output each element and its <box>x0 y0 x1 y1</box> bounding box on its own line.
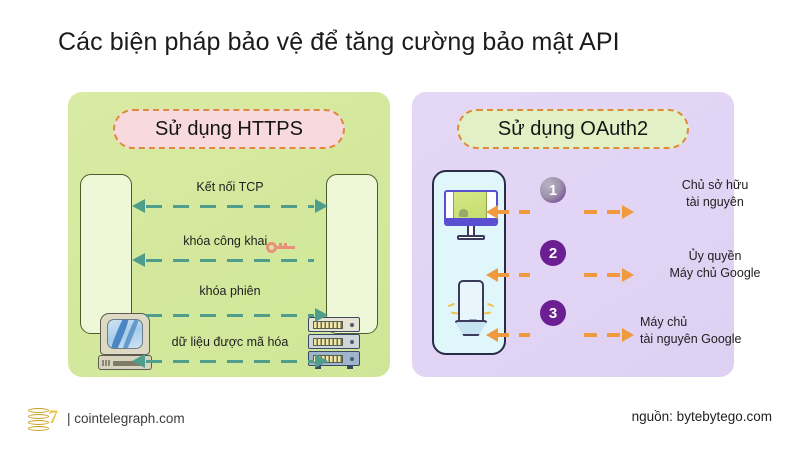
oauth-step-line: Chủ sở hữu <box>681 178 749 192</box>
oauth-step-line: tài nguyên <box>686 195 744 209</box>
oauth-panel-heading: Sử dụng OAuth2 <box>457 109 689 149</box>
https-flow-label-with-key: khóa công khai <box>132 234 328 253</box>
https-flow-row: khóa phiên <box>132 284 328 323</box>
https-flow-arrow-right <box>132 307 328 323</box>
https-client-box <box>80 174 152 370</box>
mobile-phone-icon <box>447 280 495 338</box>
arrow-head-right-icon <box>622 328 634 342</box>
https-flow-label: dữ liệu được mã hóa <box>171 335 289 349</box>
arrow-head-left-icon <box>132 354 145 368</box>
cointelegraph-coins-logo: 7 <box>28 405 58 432</box>
footer-brand-text: | cointelegraph.com <box>67 411 185 426</box>
https-flow-arrow-left <box>132 252 328 268</box>
oauth-step-label: Chủ sở hữu tài nguyên <box>640 177 790 211</box>
oauth-step: 2 Ủy quyền Máy chủ Google <box>486 240 761 292</box>
https-flow-arrow-bidirectional <box>132 353 328 369</box>
oauth-step-arrow-in <box>486 205 540 219</box>
oauth-step-line: Máy chủ Google <box>669 266 761 280</box>
https-flow-label: khóa công khai <box>183 234 268 248</box>
https-flow-row: khóa công khai <box>132 234 328 268</box>
arrow-head-left-icon <box>132 199 145 213</box>
arrow-head-right-icon <box>315 354 328 368</box>
https-panel-heading: Sử dụng HTTPS <box>113 109 345 149</box>
arrow-head-left-icon <box>486 268 498 282</box>
footer-source: nguồn: bytebytego.com <box>631 409 772 424</box>
https-flow-row: Kết nối TCP <box>132 180 328 214</box>
oauth-step-label: Ủy quyền Máy chủ Google <box>640 248 790 282</box>
oauth-step: 1 Chủ sở hữu tài nguyên <box>486 177 748 229</box>
https-server-box <box>308 174 378 369</box>
https-flow-row: dữ liệu được mã hóa <box>132 335 328 369</box>
footer-brand: 7 | cointelegraph.com <box>28 405 185 432</box>
step-number-badge: 3 <box>540 300 566 326</box>
oauth-device-column <box>432 170 506 355</box>
https-panel: Sử dụng HTTPS Kết nối TCP <box>68 92 390 377</box>
oauth-step-arrow-out <box>574 328 634 342</box>
oauth-step-line: Ủy quyền <box>688 249 742 263</box>
oauth-step-arrow-in <box>486 328 540 342</box>
arrow-head-right-icon <box>622 268 634 282</box>
arrow-head-left-icon <box>486 205 498 219</box>
oauth-step-label: Máy chủ tài nguyên Google <box>640 314 790 348</box>
https-flow-label: Kết nối TCP <box>196 180 264 194</box>
step-number-badge: 1 <box>540 177 566 203</box>
page-title: Các biện pháp bảo vệ để tăng cường bảo m… <box>58 28 620 56</box>
oauth-panel: Sử dụng OAuth2 1 <box>412 92 761 377</box>
oauth-step-arrow-out <box>574 205 634 219</box>
oauth-step-arrow-in <box>486 268 540 282</box>
oauth-step-line: tài nguyên Google <box>640 332 742 346</box>
oauth-step-arrow-out <box>574 268 634 282</box>
https-flow-arrow-bidirectional <box>132 198 328 214</box>
oauth-step-line: Máy chủ <box>640 315 688 329</box>
step-number-badge: 2 <box>540 240 566 266</box>
arrow-head-left-icon <box>132 253 145 267</box>
arrow-head-left-icon <box>486 328 498 342</box>
oauth-step: 3 Máy chủ tài nguyên Google <box>486 300 741 352</box>
arrow-head-right-icon <box>315 308 328 322</box>
arrow-head-right-icon <box>622 205 634 219</box>
arrow-head-right-icon <box>315 199 328 213</box>
https-flow-label: khóa phiên <box>199 284 261 298</box>
